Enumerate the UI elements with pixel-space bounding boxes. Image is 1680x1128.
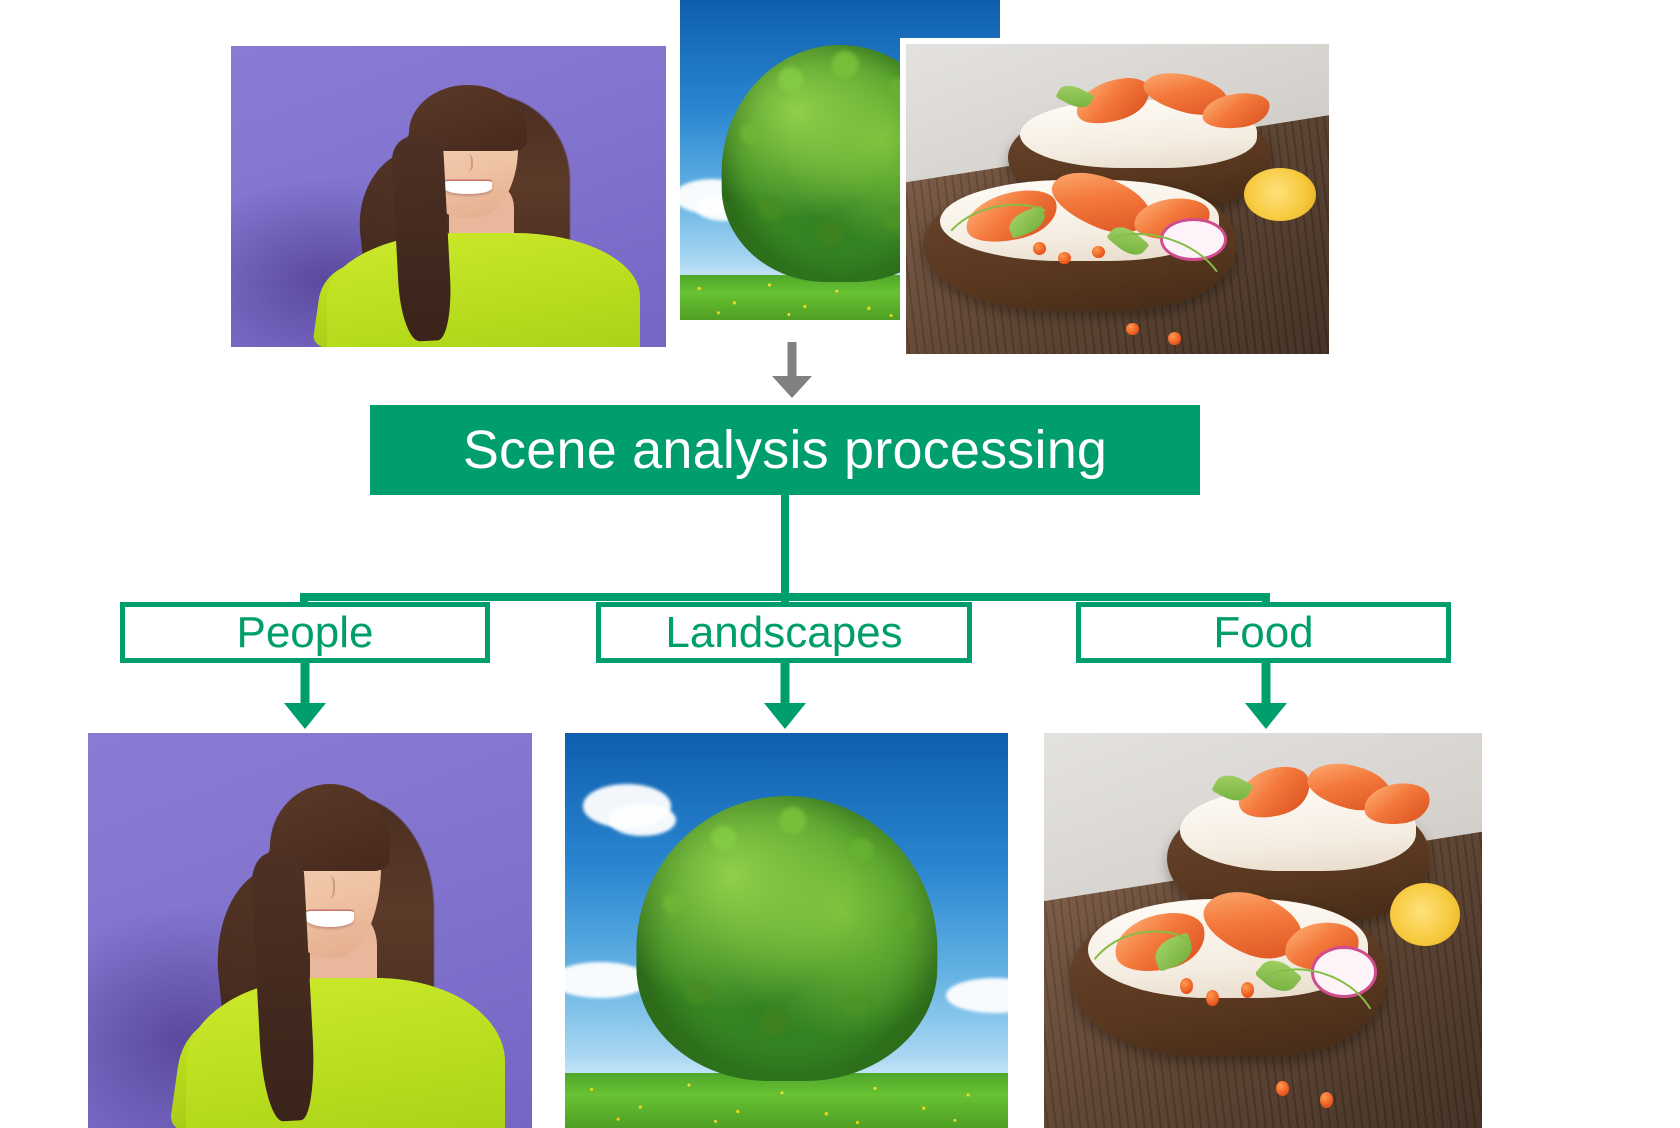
roe: [1168, 332, 1181, 345]
output-image-tree: [565, 733, 1008, 1128]
roe: [1125, 323, 1139, 336]
roe: [1032, 242, 1046, 255]
radish-slice: [1311, 946, 1377, 998]
roe: [1319, 1092, 1334, 1109]
arrow-landscapes-to-output: [764, 663, 806, 729]
connector-drop-landscapes: [781, 593, 789, 609]
connector-process-stem: [781, 495, 789, 593]
arrow-people-to-output: [284, 663, 326, 729]
roe: [1058, 251, 1071, 265]
cloud-icon: [609, 804, 676, 836]
category-box-landscapes[interactable]: Landscapes: [596, 602, 972, 663]
input-image-food: [900, 38, 1335, 360]
category-label-people: People: [236, 607, 374, 657]
connector-drop-food: [1262, 593, 1270, 609]
smile: [444, 181, 492, 195]
process-label: Scene analysis processing: [462, 420, 1108, 480]
input-image-portrait: [225, 40, 672, 353]
category-label-food: Food: [1213, 607, 1314, 657]
roe: [1241, 981, 1255, 998]
meadow: [565, 1072, 1008, 1128]
tshirt: [185, 977, 506, 1128]
output-image-portrait: [88, 733, 532, 1128]
roe: [1206, 989, 1220, 1006]
output-image-food: [1044, 733, 1482, 1128]
tree-canopy: [635, 796, 938, 1081]
category-box-people[interactable]: People: [120, 602, 490, 663]
roe: [1179, 977, 1193, 994]
connector-drop-people: [300, 593, 308, 609]
nose: [459, 154, 474, 173]
arrow-food-to-output: [1245, 663, 1287, 729]
smile: [305, 910, 355, 928]
arrow-inputs-to-process: [772, 342, 812, 398]
lemon-slice: [1390, 883, 1461, 947]
category-box-food[interactable]: Food: [1076, 602, 1451, 663]
tshirt: [326, 232, 640, 347]
radish-slice: [1159, 217, 1228, 261]
process-box[interactable]: Scene analysis processing: [370, 405, 1200, 495]
roe: [1276, 1080, 1290, 1097]
lemon-slice: [1244, 168, 1317, 221]
category-label-landscapes: Landscapes: [665, 607, 903, 657]
roe: [1092, 245, 1105, 258]
nose: [321, 875, 336, 899]
